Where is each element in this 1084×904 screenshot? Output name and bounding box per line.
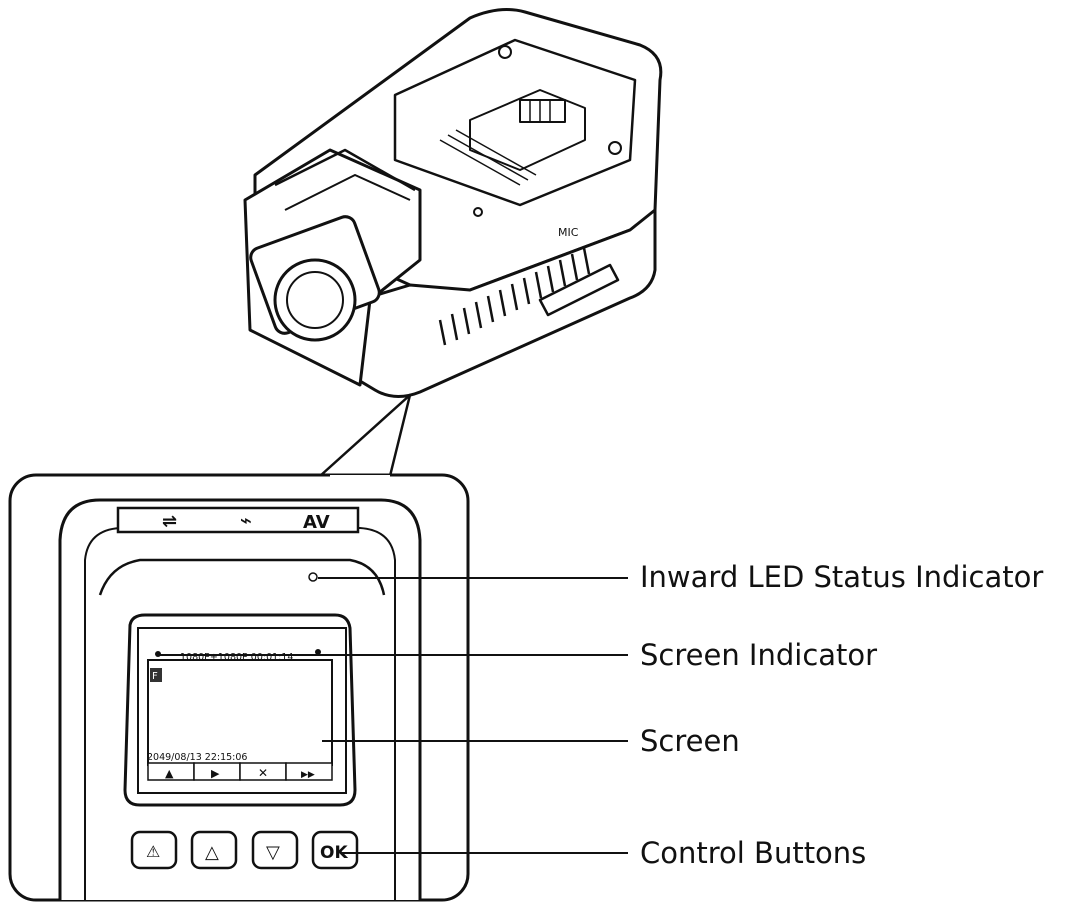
up-button[interactable] <box>190 830 238 870</box>
power-port-icon: ⌁ <box>240 508 252 532</box>
screen-timestamp: 2049/08/13 22:15:06 <box>147 752 247 763</box>
warning-icon: ⚠ <box>146 842 160 861</box>
av-port-label: AV <box>303 512 330 533</box>
ok-button[interactable] <box>311 830 359 870</box>
softkey-2-icon: ▶ <box>211 767 220 780</box>
mount-latch <box>519 99 566 123</box>
warning-button[interactable] <box>130 830 178 870</box>
callout-screen-indicator-label: Screen Indicator <box>640 638 878 672</box>
down-arrow-icon: ▽ <box>266 842 280 863</box>
ok-button-label: OK <box>320 843 348 863</box>
screen-mode-icon <box>150 668 162 682</box>
up-arrow-icon: △ <box>205 842 219 863</box>
sd-card-slot <box>538 263 620 317</box>
inward-led <box>308 572 318 582</box>
control-buttons <box>130 830 359 870</box>
top-hole <box>473 207 483 217</box>
softkey-4-icon: ▶▶ <box>301 770 315 780</box>
zoom-pointer <box>319 393 412 477</box>
screen-mode-letter: F <box>152 671 158 682</box>
screen: 1080P+1080P 00:01:14 F 2049/08/13 22:15:… <box>147 649 333 781</box>
down-button[interactable] <box>251 830 299 870</box>
port-strip: ⇌ ⌁ AV <box>116 506 360 534</box>
screen-status-line: 1080P+1080P 00:01:14 <box>180 652 293 663</box>
callout-led-label: Inward LED Status Indicator <box>640 560 1044 594</box>
side-vents <box>438 247 591 346</box>
callout-buttons-label: Control Buttons <box>640 836 867 870</box>
camera-lens <box>249 215 381 342</box>
softkey-1-icon: ▲ <box>165 767 174 780</box>
mount-screw-1 <box>498 45 512 59</box>
mount-screw-2 <box>608 141 622 155</box>
inset-panel: ⇌ ⌁ AV 1080P+1080P 00:01:14 F 2049/08/13… <box>8 473 470 902</box>
callout-screen-label: Screen <box>640 724 740 758</box>
screen-rec-dot-left <box>155 651 161 657</box>
screen-softkey-bar <box>147 762 333 781</box>
mic-mark: MIC <box>558 226 579 239</box>
dashcam-body: MIC <box>243 8 663 398</box>
usb-port-icon: ⇌ <box>162 511 177 532</box>
softkey-3-icon: ✕ <box>258 766 268 780</box>
screen-rec-dot-right <box>315 649 321 655</box>
leader-lines <box>160 577 628 854</box>
